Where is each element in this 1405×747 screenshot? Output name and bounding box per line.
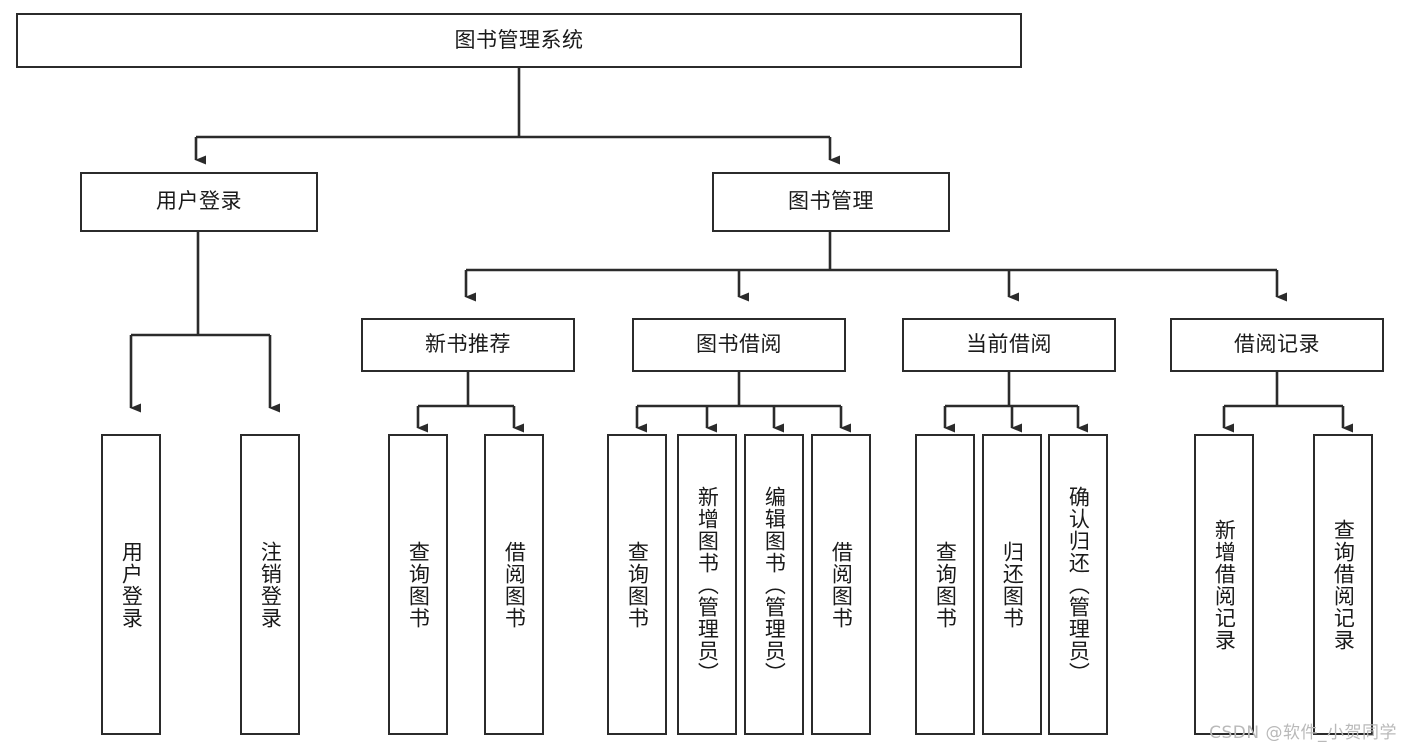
node-new-book-recommend[interactable]: 新书推荐 [361,318,575,372]
node-label: 新书推荐 [425,332,511,357]
node-label: 借阅图书 [502,540,527,629]
node-label: 图书借阅 [696,332,782,357]
node-label: 图书管理 [788,189,874,214]
node-label: 借阅图书 [829,540,854,629]
node-leaf-query-book-2[interactable]: 查询图书 [607,434,667,735]
node-label: 确认归还（管理员） [1066,485,1091,684]
node-book-manage[interactable]: 图书管理 [712,172,950,232]
node-leaf-confirm-return[interactable]: 确认归还（管理员） [1048,434,1108,735]
node-leaf-return-book[interactable]: 归还图书 [982,434,1042,735]
node-leaf-add-record[interactable]: 新增借阅记录 [1194,434,1254,735]
watermark-text: CSDN @软件_小贺同学 [1209,723,1397,743]
node-label: 查询图书 [406,540,431,629]
node-label: 当前借阅 [966,332,1052,357]
node-label: 借阅记录 [1234,332,1320,357]
node-leaf-query-book-1[interactable]: 查询图书 [388,434,448,735]
node-leaf-borrow-book-1[interactable]: 借阅图书 [484,434,544,735]
node-borrow-record[interactable]: 借阅记录 [1170,318,1384,372]
node-label: 用户登录 [156,189,242,214]
node-leaf-query-record[interactable]: 查询借阅记录 [1313,434,1373,735]
node-user-login[interactable]: 用户登录 [80,172,318,232]
node-label: 编辑图书（管理员） [762,485,787,684]
node-leaf-edit-book[interactable]: 编辑图书（管理员） [744,434,804,735]
node-leaf-borrow-book-2[interactable]: 借阅图书 [811,434,871,735]
node-label: 图书管理系统 [454,27,584,52]
node-leaf-add-book[interactable]: 新增图书（管理员） [677,434,737,735]
node-label: 查询图书 [625,540,650,629]
node-label: 新增借阅记录 [1212,518,1237,651]
node-leaf-logout-login[interactable]: 注销登录 [240,434,300,735]
node-book-borrow[interactable]: 图书借阅 [632,318,846,372]
node-current-borrow[interactable]: 当前借阅 [902,318,1116,372]
node-leaf-query-book-3[interactable]: 查询图书 [915,434,975,735]
node-label: 归还图书 [1000,540,1025,629]
node-label: 查询图书 [933,540,958,629]
node-root-system[interactable]: 图书管理系统 [16,13,1022,68]
node-label: 查询借阅记录 [1331,518,1356,651]
node-label: 用户登录 [119,540,144,629]
node-label: 新增图书（管理员） [695,485,720,684]
node-leaf-user-login[interactable]: 用户登录 [101,434,161,735]
node-label: 注销登录 [258,540,283,629]
